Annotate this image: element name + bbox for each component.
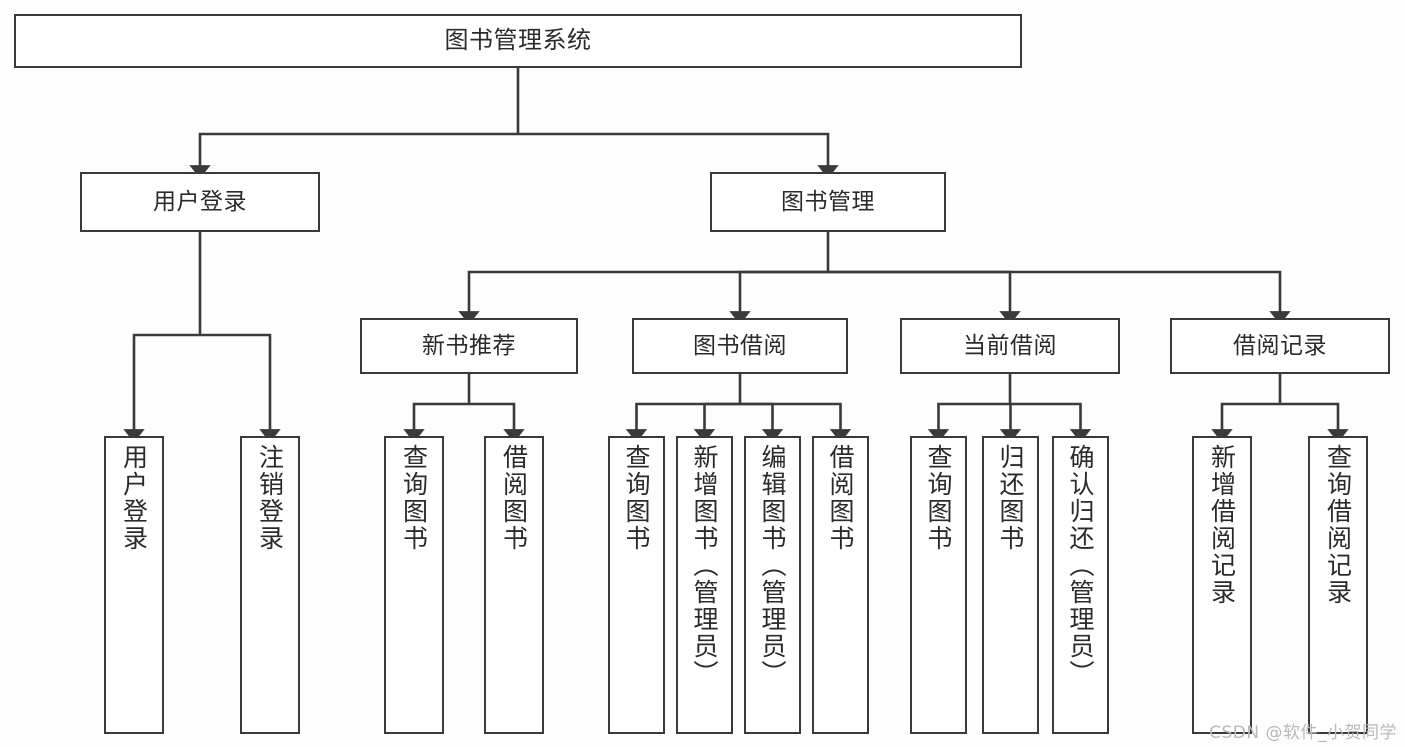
node-label: 归还图书 — [996, 444, 1025, 552]
node-bookmgmt[interactable]: 图书管理 — [710, 172, 946, 232]
edge-bookmgmt-to-records — [828, 270, 1291, 325]
node-l-querybook1[interactable]: 查询图书 — [384, 436, 444, 734]
edge-current-to-l-returnbook — [999, 402, 1022, 443]
edge-bookmgmt-to-borrow — [729, 270, 828, 325]
node-l-querybook2[interactable]: 查询图书 — [608, 436, 665, 734]
node-label: 查询图书 — [399, 444, 429, 552]
edge-group — [123, 68, 1349, 443]
node-label: 用户登录 — [153, 188, 247, 215]
node-l-borrowbook1[interactable]: 借阅图书 — [484, 436, 544, 734]
edge-records-to-l-queryrecord — [1280, 402, 1349, 443]
node-login[interactable]: 用户登录 — [80, 172, 320, 232]
node-label: 图书管理系统 — [444, 26, 592, 55]
edge-login-to-l-userlogin — [123, 333, 200, 443]
node-label: 编辑图书（管理员） — [758, 444, 787, 687]
node-records[interactable]: 借阅记录 — [1170, 318, 1390, 374]
edge-borrow-to-l-borrowbook2 — [740, 402, 852, 443]
node-label: 注销登录 — [255, 444, 285, 552]
edge-root-to-bookmgmt — [518, 132, 839, 179]
node-label: 当前借阅 — [963, 332, 1057, 359]
node-root[interactable]: 图书管理系统 — [14, 14, 1022, 68]
node-label: 借阅图书 — [499, 444, 529, 552]
node-label: 借阅记录 — [1233, 332, 1327, 359]
node-current[interactable]: 当前借阅 — [900, 318, 1120, 374]
node-label: 查询图书 — [924, 444, 953, 552]
node-l-querybook3[interactable]: 查询图书 — [910, 436, 967, 734]
watermark-text: CSDN @软件_小贺同学 — [1209, 723, 1397, 743]
node-l-addrecord[interactable]: 新增借阅记录 — [1192, 436, 1252, 734]
node-label: 图书管理 — [781, 188, 875, 215]
node-label: 新书推荐 — [422, 332, 516, 359]
edge-borrow-to-l-addbook — [693, 402, 740, 443]
node-l-confirm[interactable]: 确认归还（管理员） — [1052, 436, 1109, 734]
edge-records-to-l-addrecord — [1211, 402, 1280, 443]
node-label: 借阅图书 — [826, 444, 855, 552]
edge-bookmgmt-to-newbook — [458, 270, 828, 325]
edge-bookmgmt-to-current — [828, 270, 1021, 325]
edge-newbook-to-l-querybook1 — [403, 402, 469, 443]
node-l-logout[interactable]: 注销登录 — [240, 436, 300, 734]
node-l-addbook[interactable]: 新增图书（管理员） — [676, 436, 733, 734]
node-borrow[interactable]: 图书借阅 — [632, 318, 848, 374]
node-newbook[interactable]: 新书推荐 — [360, 318, 578, 374]
edge-login-to-l-logout — [200, 333, 281, 443]
node-l-queryrecord[interactable]: 查询借阅记录 — [1308, 436, 1368, 734]
node-label: 新增借阅记录 — [1207, 444, 1237, 606]
edge-borrow-to-l-editbook — [740, 402, 784, 443]
node-l-borrowbook2[interactable]: 借阅图书 — [812, 436, 869, 734]
node-l-returnbook[interactable]: 归还图书 — [982, 436, 1039, 734]
node-label: 查询图书 — [622, 444, 651, 552]
edge-newbook-to-l-borrowbook1 — [469, 402, 525, 443]
node-l-editbook[interactable]: 编辑图书（管理员） — [744, 436, 801, 734]
edge-current-to-l-confirm — [1010, 402, 1092, 443]
edge-current-to-l-querybook3 — [927, 402, 1010, 443]
node-label: 确认归还（管理员） — [1066, 444, 1095, 687]
node-label: 图书借阅 — [693, 332, 787, 359]
edge-borrow-to-l-querybook2 — [625, 402, 740, 443]
node-label: 查询借阅记录 — [1323, 444, 1353, 606]
node-label: 新增图书（管理员） — [690, 444, 719, 687]
node-label: 用户登录 — [119, 444, 149, 552]
edge-root-to-login — [189, 132, 518, 179]
node-l-userlogin[interactable]: 用户登录 — [104, 436, 164, 734]
